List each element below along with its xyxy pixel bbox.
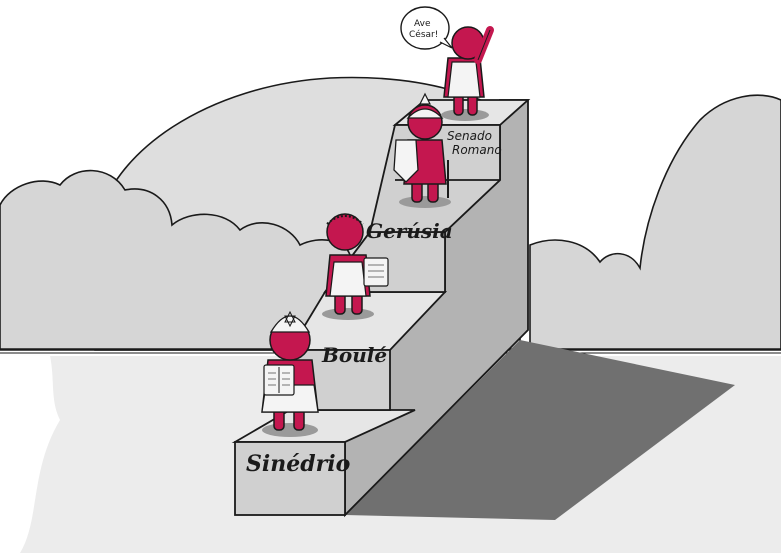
step-label-romano: Romano (452, 143, 502, 157)
step-label-sinedrio: Sinédrio (246, 451, 350, 477)
speech-text-ave: Ave (414, 19, 431, 29)
step-1-front (234, 441, 346, 516)
step-label-gerusia: Gerúsia (366, 219, 453, 243)
star-of-david-icon (284, 310, 296, 328)
figure-cesar-saluting (441, 26, 494, 121)
figure-sinedrio (261, 310, 319, 437)
step-label-senado: Senado (447, 129, 492, 143)
speech-bubble: Ave César! (400, 6, 453, 50)
figure-senado (393, 92, 451, 208)
speech-text-cesar: César! (409, 29, 438, 40)
shield-icon (393, 139, 419, 183)
right-cloud (529, 94, 781, 351)
stair-shadow (345, 340, 735, 520)
figure-boule (322, 213, 389, 320)
step-label-boule: Boulé (321, 343, 387, 367)
left-cloud (0, 169, 351, 351)
